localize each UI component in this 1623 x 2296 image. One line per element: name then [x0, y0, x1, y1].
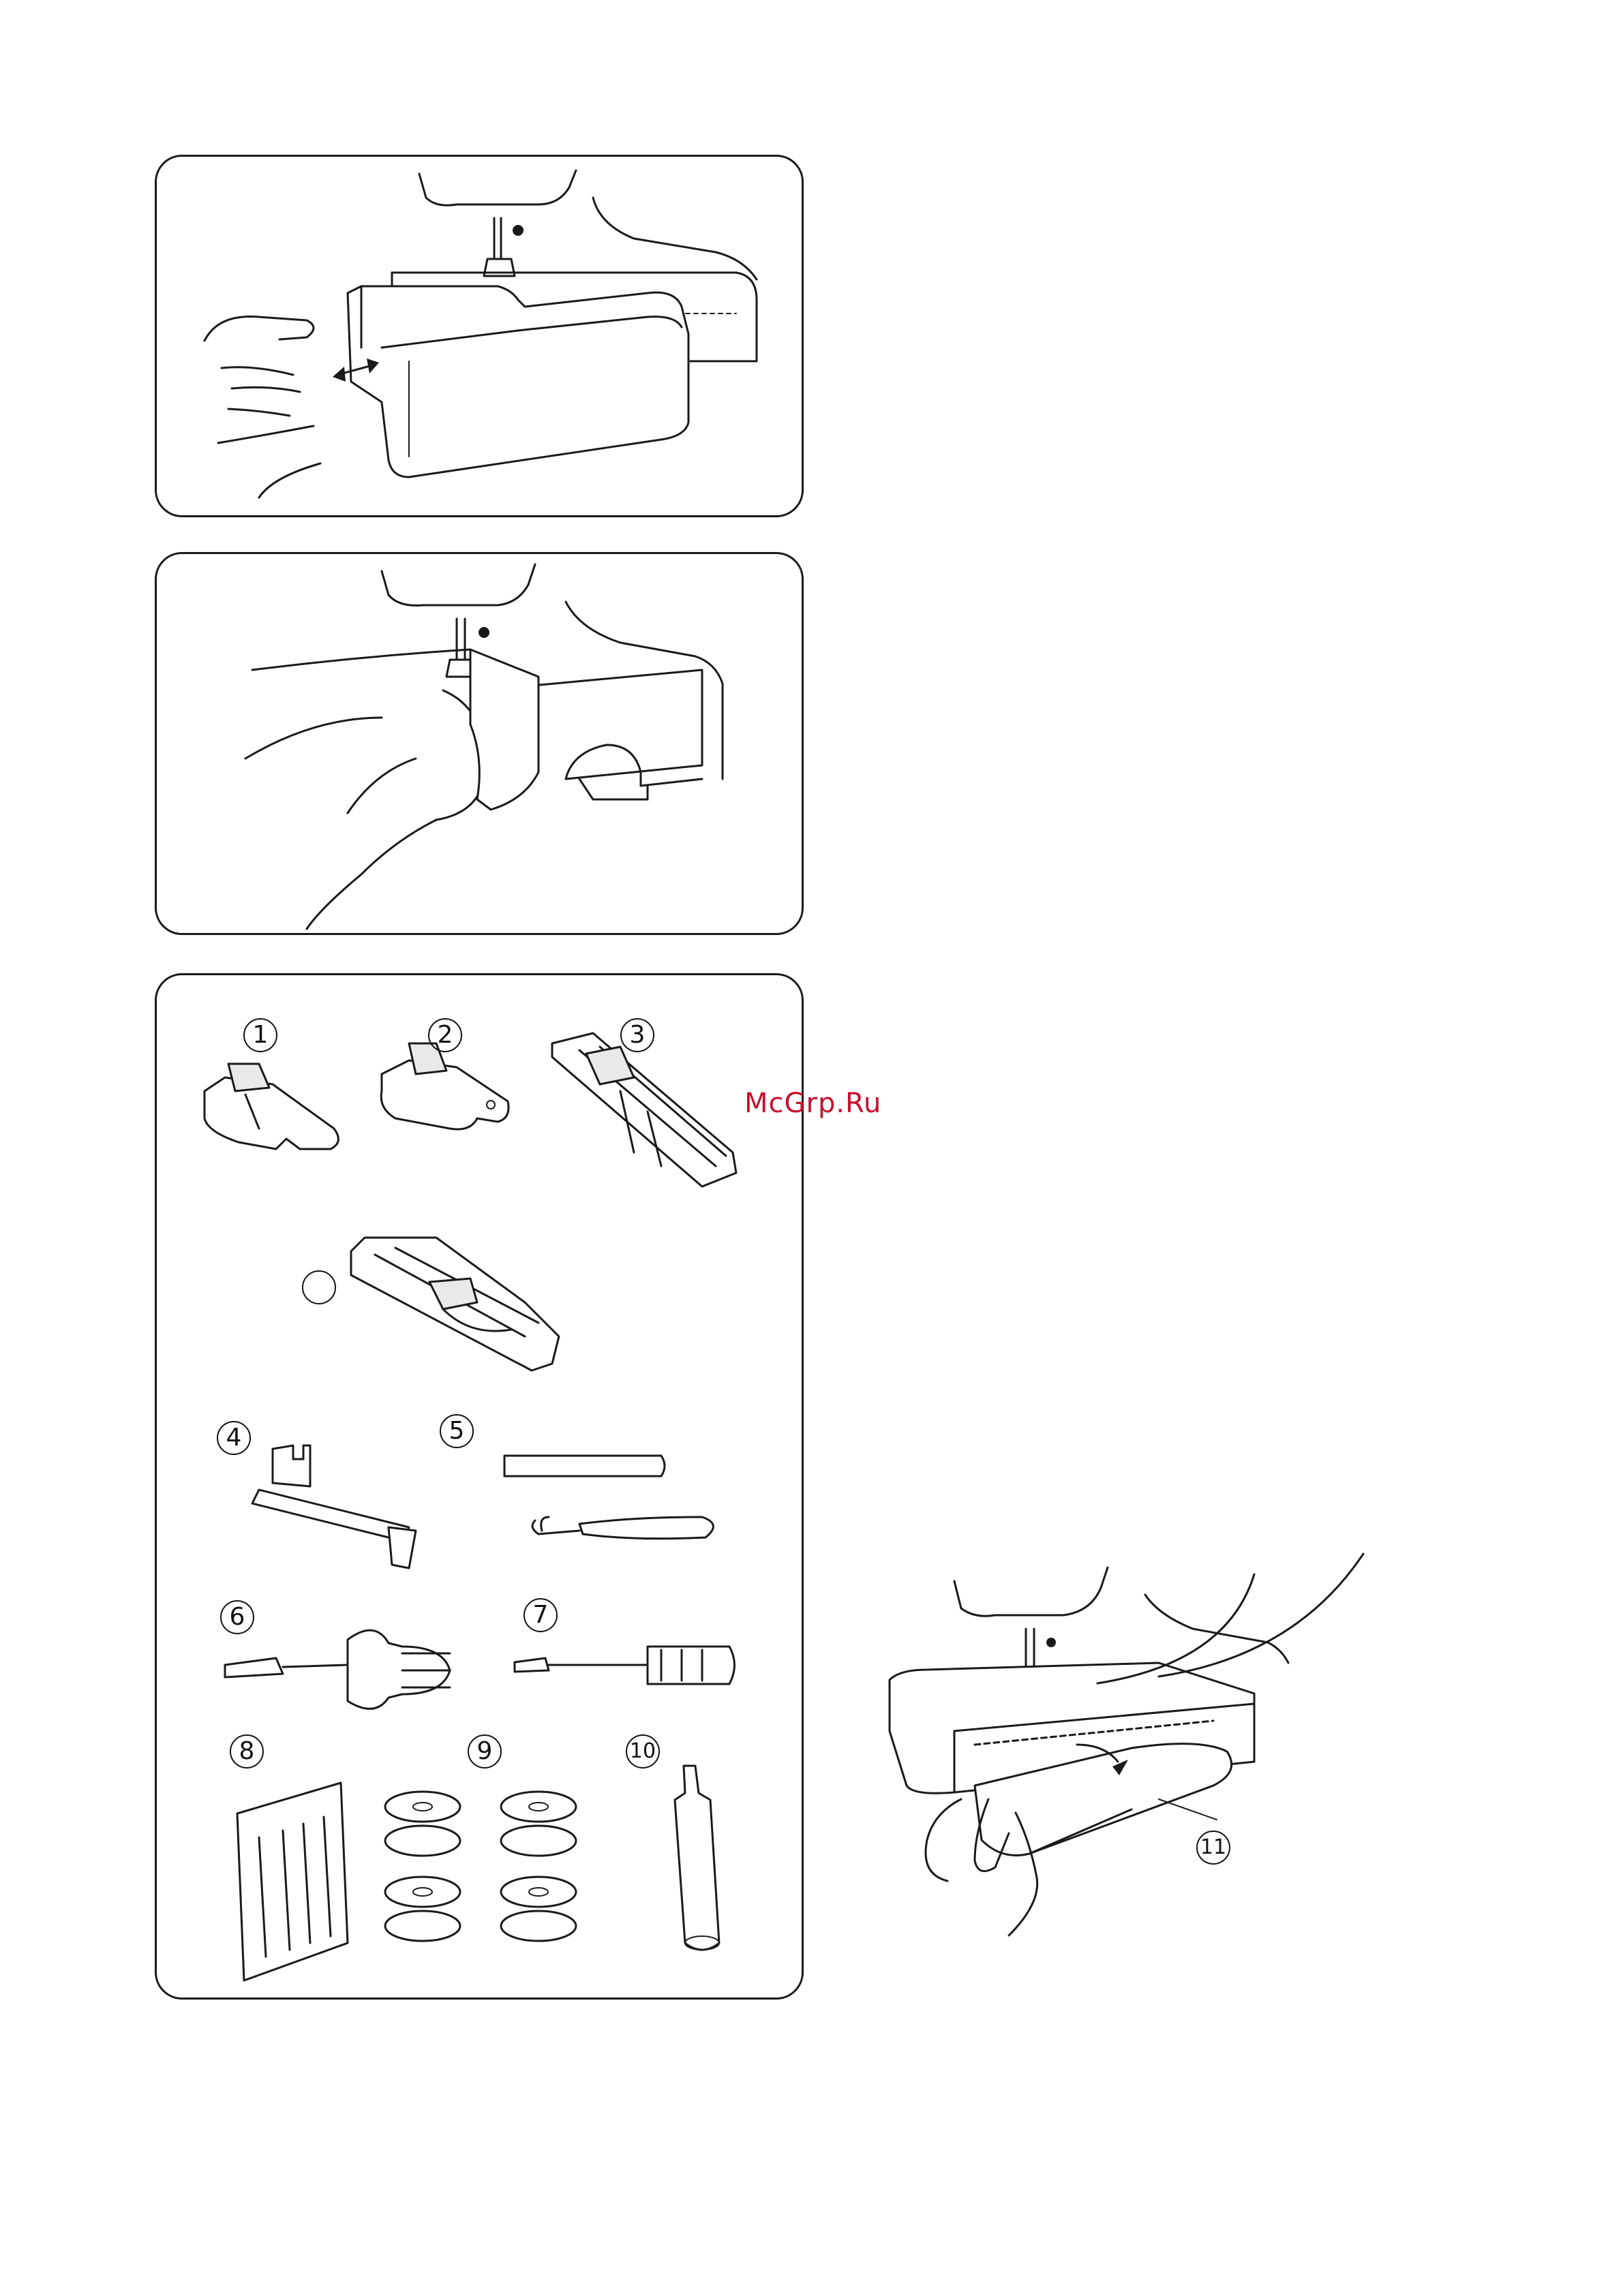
accessory-box-illustration [873, 1540, 1391, 1949]
callout-label-11: 11 [1196, 1831, 1230, 1865]
accessory-label-10: 10 [626, 1734, 660, 1769]
spool-holder-icon [675, 1766, 719, 1950]
large-screwdriver-icon [225, 1630, 450, 1709]
zigzag-foot-icon [204, 1064, 338, 1149]
accessory-label-7: 7 [524, 1598, 558, 1632]
small-screwdriver-icon [515, 1647, 735, 1684]
panel-extension-table [155, 155, 804, 517]
satin-stitch-foot-icon [381, 1043, 509, 1129]
accessory-label-3: 3 [620, 1018, 654, 1052]
accessory-label-5: 5 [440, 1414, 474, 1448]
accessory-label-2: 2 [428, 1018, 462, 1052]
panel-accessories [155, 973, 804, 2000]
accessory-label-1: 1 [243, 1018, 277, 1052]
buttonhole-foot-icon [552, 1033, 736, 1187]
watermark: McGrp.Ru [744, 1088, 881, 1119]
free-arm-illustration [157, 554, 806, 937]
accessories-illustration [157, 975, 806, 2002]
accessory-label-8: 8 [230, 1734, 264, 1769]
accessory-label-4: 4 [217, 1421, 251, 1455]
accessory-label-auto [302, 1270, 336, 1304]
seam-ripper-icon [504, 1456, 713, 1539]
automatic-buttonhole-foot-icon [351, 1238, 559, 1371]
blind-hem-guide-icon [252, 1445, 416, 1568]
accessory-box-figure [873, 1540, 1391, 1949]
extension-table-illustration [157, 157, 806, 519]
needle-set-icon [237, 1783, 348, 1980]
bobbins-icon [385, 1792, 576, 1941]
panel-free-arm [155, 552, 804, 935]
accessory-label-9: 9 [468, 1734, 502, 1769]
accessory-label-6: 6 [220, 1600, 254, 1634]
